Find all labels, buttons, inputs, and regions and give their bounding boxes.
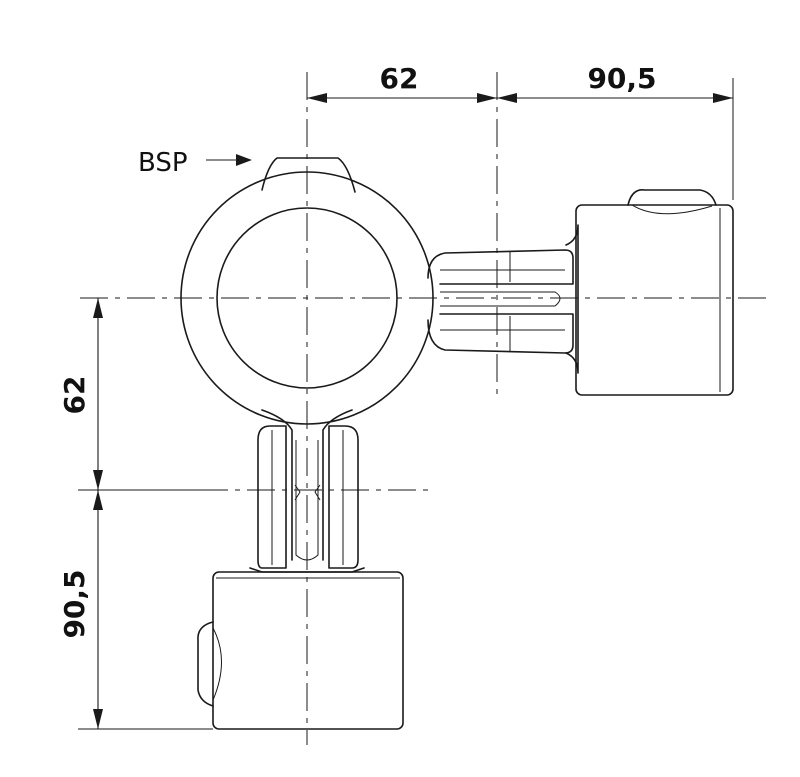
lower-right-prong — [328, 425, 359, 569]
outer-ring — [180, 171, 434, 425]
top-lug — [261, 157, 356, 193]
right-flange — [565, 224, 579, 374]
right-lower-prong — [427, 313, 574, 354]
side-dimension-62: 62 — [58, 298, 103, 490]
lower-left-prong — [257, 425, 287, 569]
right-grub-screw — [627, 188, 717, 206]
lower-socket — [212, 571, 404, 730]
lower-grub-screw — [197, 621, 214, 707]
right-socket — [575, 204, 734, 396]
top-dimension-90-5: 90,5 — [497, 62, 733, 103]
inner-ring — [216, 207, 398, 389]
side-dim-upper-label: 62 — [58, 376, 91, 415]
bsp-callout: BSP — [138, 148, 252, 178]
bsp-label: BSP — [138, 148, 188, 178]
top-dim-right-label: 90,5 — [587, 62, 656, 95]
side-dimension-90-5: 90,5 — [58, 490, 103, 729]
bsp-arrow-head — [236, 154, 252, 166]
right-arm — [427, 188, 734, 396]
top-dimension-62: 62 — [307, 62, 497, 103]
top-dim-left-label: 62 — [380, 62, 419, 95]
center-lines — [80, 72, 770, 745]
ring-body — [180, 157, 434, 425]
lower-arm — [197, 409, 404, 730]
right-upper-prong — [427, 249, 574, 285]
side-dim-lower-label: 90,5 — [58, 569, 91, 638]
